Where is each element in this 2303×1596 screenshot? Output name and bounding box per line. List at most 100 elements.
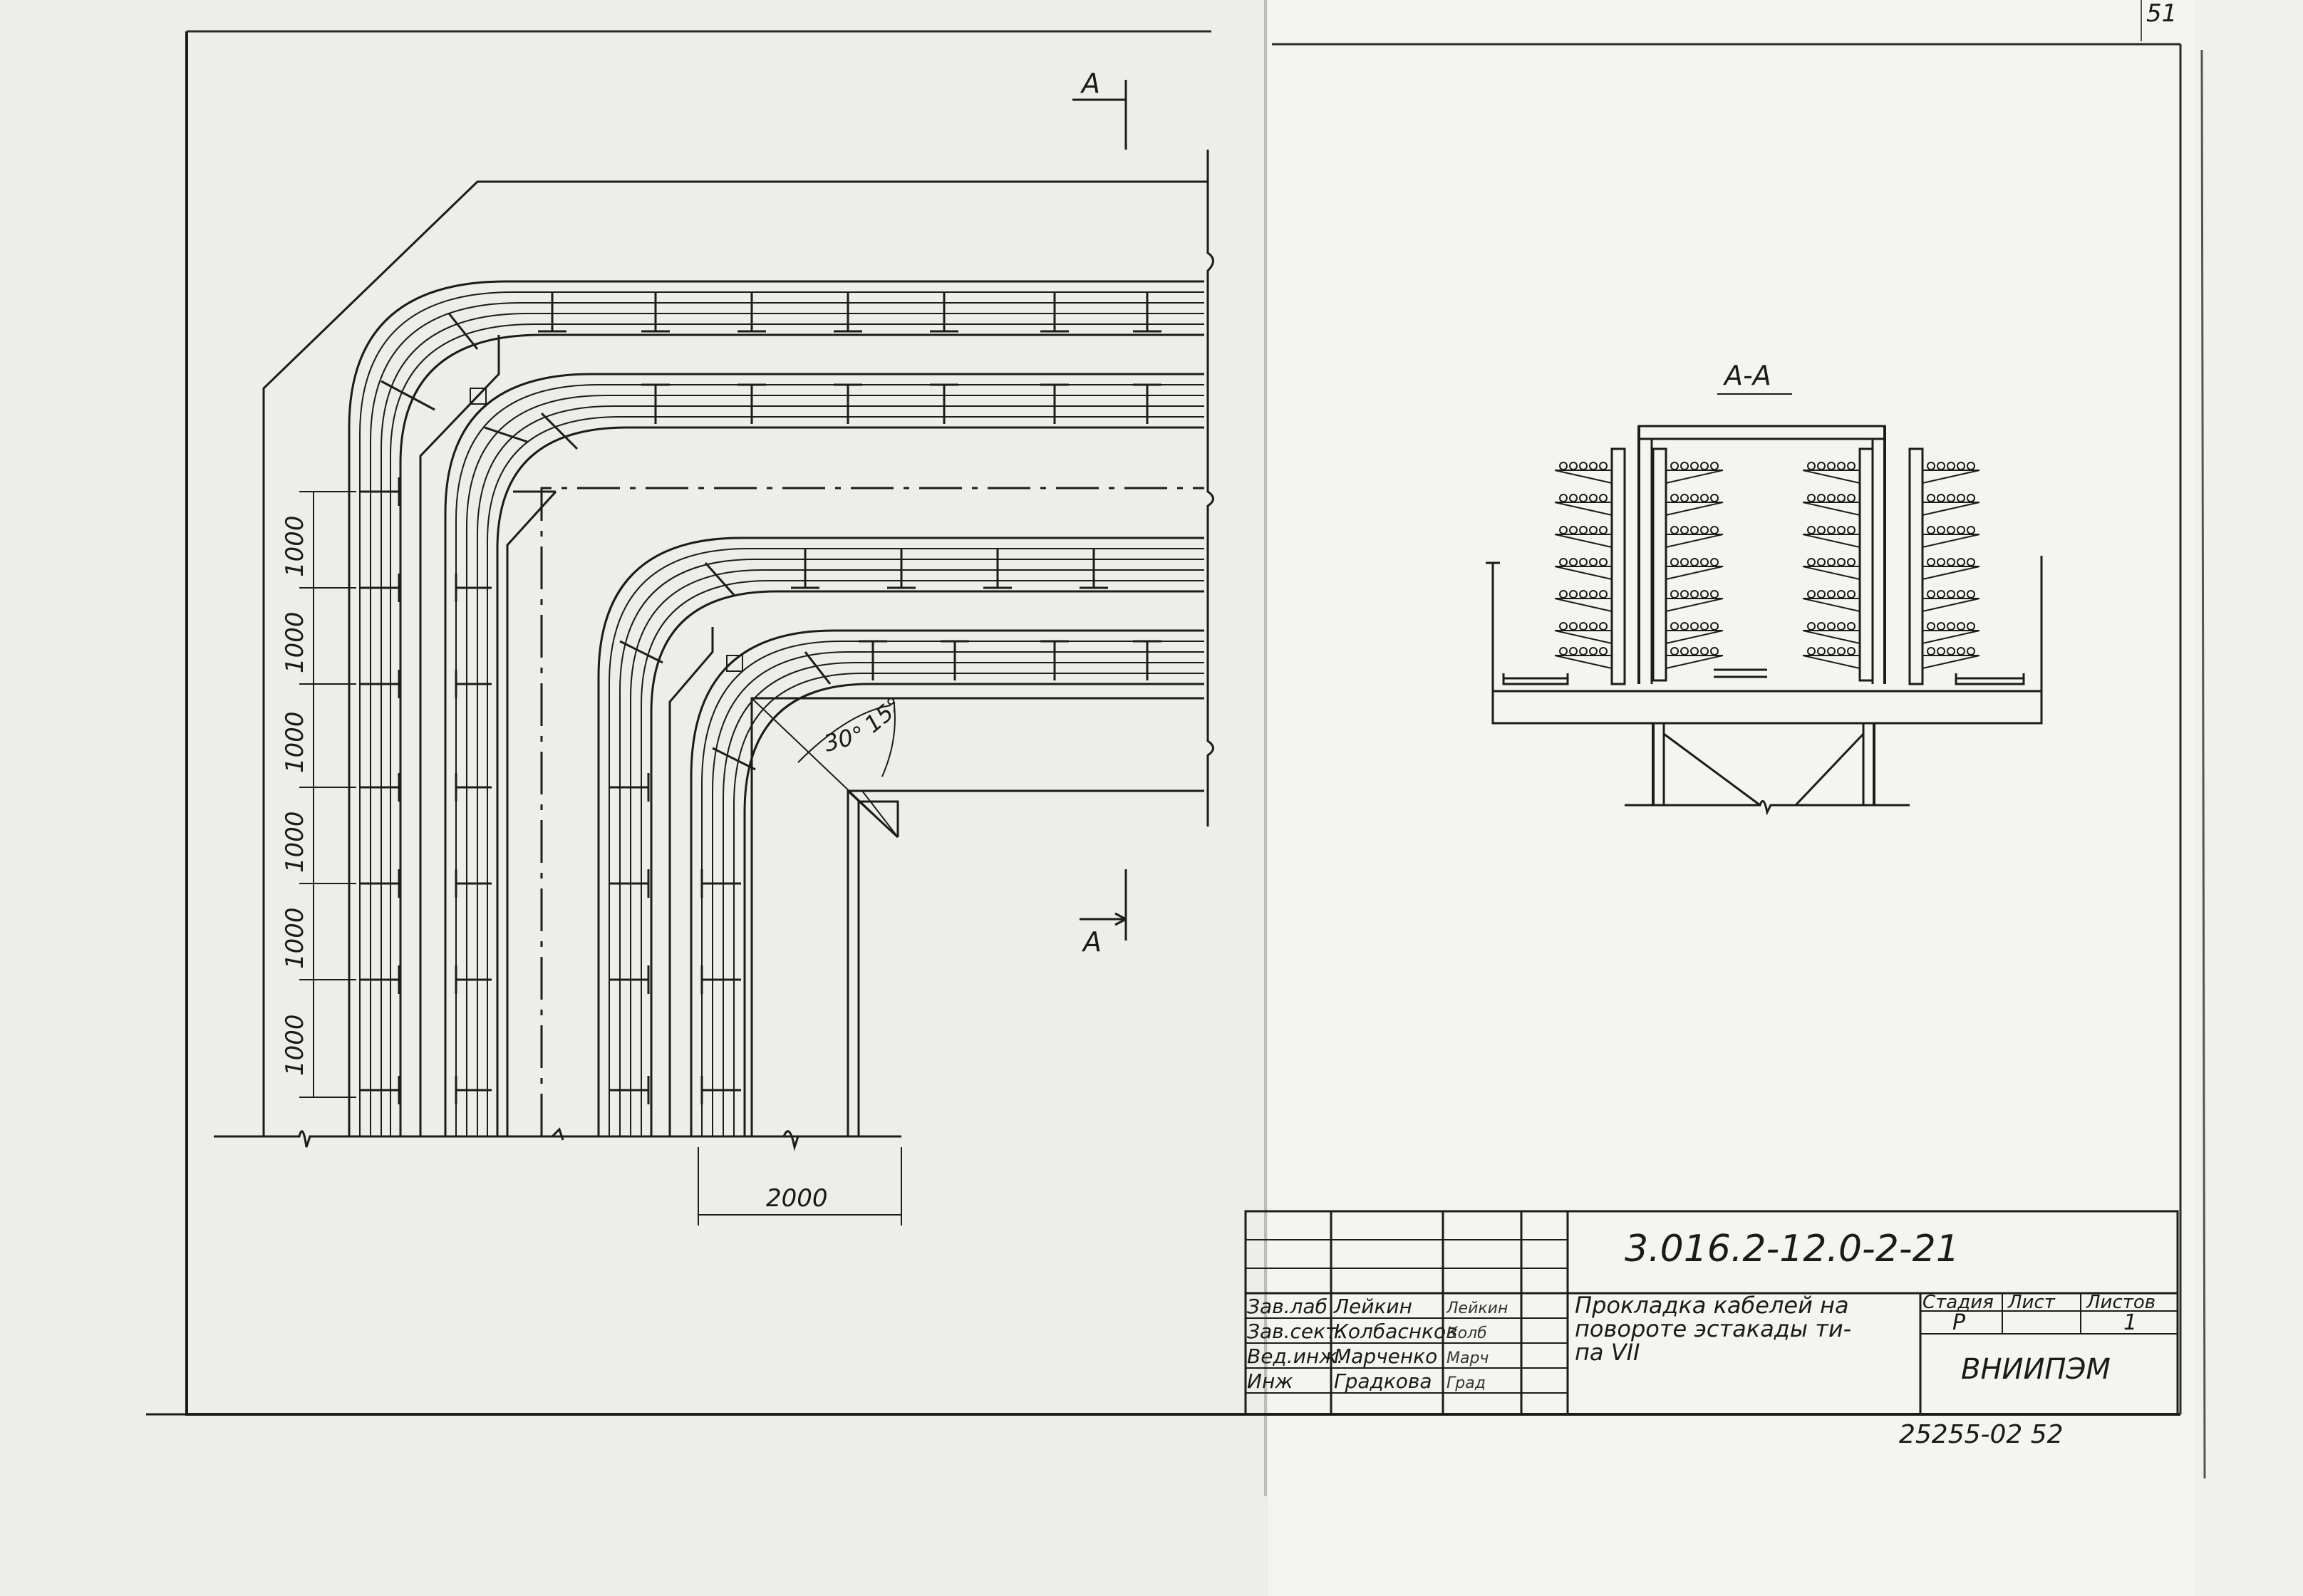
cable bbox=[1847, 622, 1856, 631]
cable bbox=[1927, 590, 1935, 598]
cable bbox=[1680, 647, 1689, 656]
cable bbox=[1967, 558, 1975, 566]
cable bbox=[1817, 558, 1826, 566]
cable bbox=[1817, 494, 1826, 502]
sign-1: Лейкин bbox=[1446, 1300, 1508, 1317]
cable bbox=[1710, 494, 1719, 502]
bottom-dimension bbox=[698, 1147, 902, 1226]
role-4: Инж bbox=[1247, 1369, 1293, 1393]
cable bbox=[1847, 590, 1856, 598]
cable bbox=[1690, 526, 1699, 534]
cable bbox=[1847, 462, 1856, 470]
cable bbox=[1927, 526, 1935, 534]
cable bbox=[1807, 622, 1816, 631]
cable bbox=[1937, 647, 1945, 656]
cable bbox=[1690, 558, 1699, 566]
cable bbox=[1700, 494, 1709, 502]
cable bbox=[1837, 558, 1846, 566]
cable bbox=[1670, 526, 1679, 534]
cable bbox=[1710, 526, 1719, 534]
cable bbox=[1589, 647, 1598, 656]
cable bbox=[1947, 647, 1955, 656]
dim-1000-6: 1000 bbox=[281, 1014, 309, 1076]
cable bbox=[1957, 462, 1965, 470]
cable bbox=[1710, 462, 1719, 470]
dim-1000-4: 1000 bbox=[281, 811, 309, 873]
cable bbox=[1589, 590, 1598, 598]
cable bbox=[1700, 462, 1709, 470]
cable bbox=[1599, 462, 1608, 470]
cable bbox=[1599, 494, 1608, 502]
cable bbox=[1827, 494, 1836, 502]
section-view bbox=[1486, 425, 2043, 816]
role-3: Вед.инж. bbox=[1247, 1344, 1343, 1368]
cable bbox=[1817, 526, 1826, 534]
cable bbox=[1680, 494, 1689, 502]
cable bbox=[1927, 462, 1935, 470]
cable bbox=[1569, 558, 1578, 566]
cable bbox=[1670, 622, 1679, 631]
cable bbox=[1957, 494, 1965, 502]
cable bbox=[1579, 494, 1588, 502]
cable bbox=[1817, 622, 1826, 631]
cable bbox=[1927, 558, 1935, 566]
cable bbox=[1700, 647, 1709, 656]
cable bbox=[1837, 647, 1846, 656]
cable bbox=[1947, 590, 1955, 598]
cable bbox=[1579, 647, 1588, 656]
corner-sheet-number: 51 bbox=[2146, 0, 2177, 28]
cable bbox=[1947, 622, 1955, 631]
dim-1000-2: 1000 bbox=[281, 611, 309, 673]
cable bbox=[1837, 494, 1846, 502]
cable bbox=[1947, 494, 1955, 502]
cable bbox=[1569, 622, 1578, 631]
cable bbox=[1599, 526, 1608, 534]
cable bbox=[1579, 558, 1588, 566]
cable bbox=[1559, 558, 1568, 566]
name-1: Лейкин bbox=[1333, 1295, 1412, 1318]
cable bbox=[1579, 526, 1588, 534]
cable bbox=[1670, 647, 1679, 656]
cable bbox=[1807, 526, 1816, 534]
cable bbox=[1807, 494, 1816, 502]
cable bbox=[1670, 494, 1679, 502]
cable bbox=[1847, 494, 1856, 502]
section-marker-bottom: А bbox=[1081, 926, 1102, 958]
cable bbox=[1559, 462, 1568, 470]
cable bbox=[1827, 622, 1836, 631]
cable bbox=[1937, 622, 1945, 631]
cable bbox=[1837, 526, 1846, 534]
cable bbox=[1589, 526, 1598, 534]
cable bbox=[1937, 590, 1945, 598]
cable bbox=[1947, 526, 1955, 534]
cable bbox=[1589, 462, 1598, 470]
cable bbox=[1927, 647, 1935, 656]
role-1: Зав.лаб bbox=[1247, 1295, 1328, 1318]
cable bbox=[1957, 526, 1965, 534]
sign-2: Колб bbox=[1447, 1325, 1487, 1342]
cable bbox=[1579, 590, 1588, 598]
cable bbox=[1559, 590, 1568, 598]
doc-title-line-3: па VII bbox=[1575, 1339, 1640, 1366]
cable bbox=[1579, 462, 1588, 470]
vertical-dimension-chain bbox=[299, 491, 356, 1098]
cable bbox=[1569, 494, 1578, 502]
cable bbox=[1690, 622, 1699, 631]
cable bbox=[1827, 462, 1836, 470]
cable bbox=[1569, 526, 1578, 534]
plan-view bbox=[214, 80, 1214, 1151]
cable bbox=[1957, 590, 1965, 598]
cable bbox=[1967, 526, 1975, 534]
dim-1000-1: 1000 bbox=[281, 515, 309, 577]
cable bbox=[1827, 526, 1836, 534]
cable bbox=[1937, 526, 1945, 534]
cable bbox=[1807, 647, 1816, 656]
sign-4: Град bbox=[1447, 1374, 1486, 1392]
sheets-value: 1 bbox=[2123, 1310, 2137, 1335]
cable bbox=[1847, 647, 1856, 656]
cable bbox=[1599, 647, 1608, 656]
stage-header: Стадия bbox=[1922, 1292, 1994, 1313]
sheet-header: Лист bbox=[2007, 1292, 2056, 1313]
cable bbox=[1817, 590, 1826, 598]
